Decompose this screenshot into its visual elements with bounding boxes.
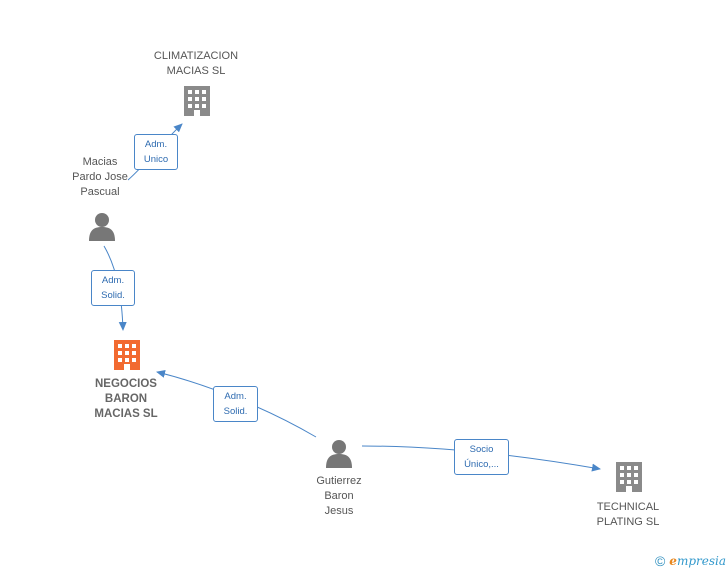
node-label-technical[interactable]: TECHNICAL PLATING SL bbox=[596, 501, 660, 528]
edge-label-macias-negocios: Adm. Solid. bbox=[91, 270, 135, 306]
building-icon[interactable] bbox=[184, 86, 210, 116]
building-icon[interactable] bbox=[616, 462, 642, 492]
node-label-gutierrez[interactable]: Gutierrez Baron Jesus bbox=[316, 475, 362, 517]
edge-label-gutierrez-technical: Socio Único,... bbox=[454, 439, 509, 475]
brand-logo[interactable]: empresia bbox=[669, 554, 726, 568]
copyright-icon: © bbox=[654, 553, 666, 569]
edge-label-gutierrez-negocios: Adm. Solid. bbox=[213, 386, 258, 422]
node-label-climatizacion[interactable]: CLIMATIZACION MACIAS SL bbox=[153, 50, 239, 77]
node-label-negocios[interactable]: NEGOCIOS BARON MACIAS SL bbox=[94, 378, 158, 420]
node-label-macias[interactable]: Macias Pardo Jose Pascual bbox=[72, 156, 128, 198]
edge-label-macias-climatizacion: Adm. Unico bbox=[134, 134, 178, 170]
person-icon[interactable] bbox=[326, 440, 352, 468]
building-icon[interactable] bbox=[114, 340, 140, 370]
copyright-notice: © empresia bbox=[655, 553, 726, 569]
person-icon[interactable] bbox=[89, 213, 115, 241]
